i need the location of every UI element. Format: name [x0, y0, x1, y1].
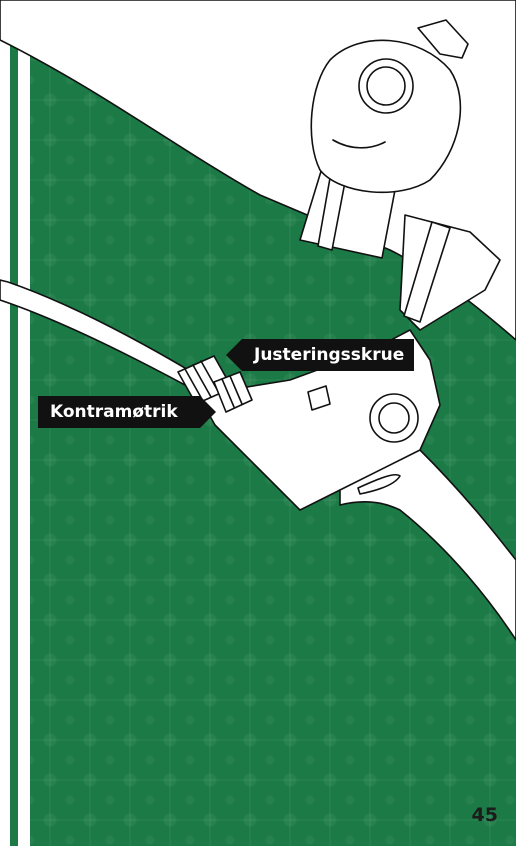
brake-cable — [0, 280, 198, 392]
lever-blade — [340, 450, 516, 640]
lock-nut-label: Kontramøtrik — [38, 396, 200, 428]
page-number: 45 — [472, 804, 498, 826]
bell-cap-inner — [367, 67, 405, 105]
adjusting-screw-label: Justeringsskrue — [242, 339, 414, 371]
pivot-bolt-inner — [379, 403, 409, 433]
